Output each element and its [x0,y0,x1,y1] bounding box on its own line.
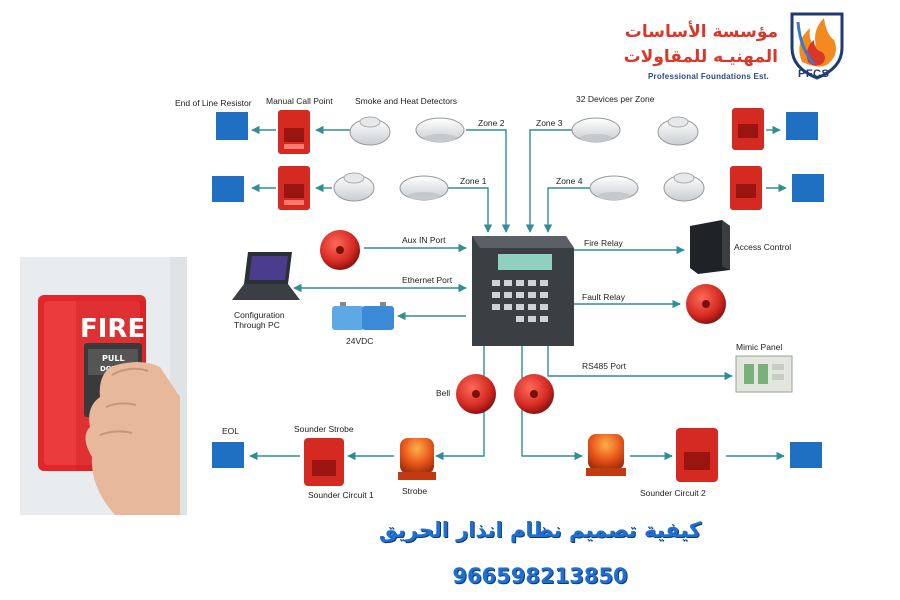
line-zone3 [525,129,572,233]
heat-detector-icon [589,175,639,201]
line-zone2 [466,129,511,233]
configuration-label: Configuration [234,310,285,320]
heat-detector-icon [399,175,449,201]
eol-label: EOL [222,426,239,436]
strobe-label: Strobe [402,486,427,496]
smoke-detector-icon [657,116,699,146]
pull-label: PULL [102,354,125,363]
bell-icon [320,230,360,270]
flame-shield-logo-icon [790,12,844,80]
zone-4-label: Zone 4 [556,176,583,186]
company-name-english: Professional Foundations Est. [648,72,769,81]
devices-per-zone-label: 32 Devices per Zone [576,94,655,104]
sounder-strobe-icon [304,438,344,486]
power-supply-icon [332,302,394,330]
mimic-panel-icon [735,355,793,393]
laptop-icon [232,252,300,300]
connection-lines [249,125,787,461]
heat-detector-icon [571,117,621,143]
aux-in-port-label: Aux IN Port [402,235,446,245]
through-pc-label: Through PC [234,320,280,330]
strobe-icons [398,434,626,480]
company-name-line-2: المهنيـه للمقاولات [623,47,778,67]
eol-box-circuit1 [212,442,244,468]
heat-detector-icon [415,117,465,143]
fire-alarm-control-panel [472,236,574,346]
ethernet-port-label: Ethernet Port [402,275,453,285]
line-zone1 [448,187,493,233]
smoke-detector-icon [349,116,391,146]
zone-2-label: Zone 2 [478,118,505,128]
bell-icon [686,284,726,324]
fire-label: FIRE [80,314,145,344]
mimic-panel-label: Mimic Panel [736,342,782,352]
bell-icon [456,374,496,414]
end-of-line-resistor-label: End of Line Resistor [175,98,252,108]
manual-call-point-icon [676,428,718,482]
sounder-circuit-1-label: Sounder Circuit 1 [308,490,374,500]
eol-box-row2-right [792,174,824,202]
access-control-label: Access Control [734,242,791,252]
company-name-arabic: مؤسسة الأساسات المهنيـه للمقاولات [538,20,778,70]
manual-call-point-icon [732,108,764,150]
company-abbreviation: PFCS [798,68,830,80]
manual-call-point-icon [278,166,310,210]
24vdc-label: 24VDC [346,336,373,346]
manual-call-point-icon [278,110,310,154]
sounder-strobe-label: Sounder Strobe [294,424,354,434]
manual-call-point-photo: FIRE PULL DOWN [20,257,187,515]
manual-call-point-label: Manual Call Point [266,96,333,106]
manual-call-point-icon [730,166,762,210]
rs485-port-label: RS485 Port [582,361,627,371]
smoke-detector-icon [333,172,375,202]
eol-box-row1-left [216,112,248,140]
eol-box-circuit2 [790,442,822,468]
fire-relay-label: Fire Relay [584,238,623,248]
eol-box-row2-left [212,176,244,202]
strobe-icon [398,438,436,480]
line-zone4 [543,187,590,233]
diagram-labels: End of Line Resistor Manual Call Point S… [175,94,791,500]
eol-boxes [212,112,824,468]
smoke-heat-detectors-label: Smoke and Heat Detectors [355,96,457,106]
detector-icons [333,116,705,202]
zone-3-label: Zone 3 [536,118,563,128]
access-control-icon [690,220,730,274]
eol-box-row1-right [786,112,818,140]
bell-icon [514,374,554,414]
smoke-detector-icon [663,172,705,202]
bell-label: Bell [436,388,450,398]
sounder-circuit-2-label: Sounder Circuit 2 [640,488,706,498]
call-point-illustration: FIRE PULL DOWN [20,257,187,515]
company-name-line-1: مؤسسة الأساسات [624,22,778,42]
zone-1-label: Zone 1 [460,176,487,186]
line-rs485 [547,346,733,381]
bell-icons [320,230,726,414]
manual-call-point-icons [278,108,764,486]
phone-number: 966598213850 [452,564,628,588]
fault-relay-label: Fault Relay [582,292,626,302]
strobe-icon [586,434,626,476]
page-title: كيفية تصميم نظام انذار الحريق [378,518,702,542]
